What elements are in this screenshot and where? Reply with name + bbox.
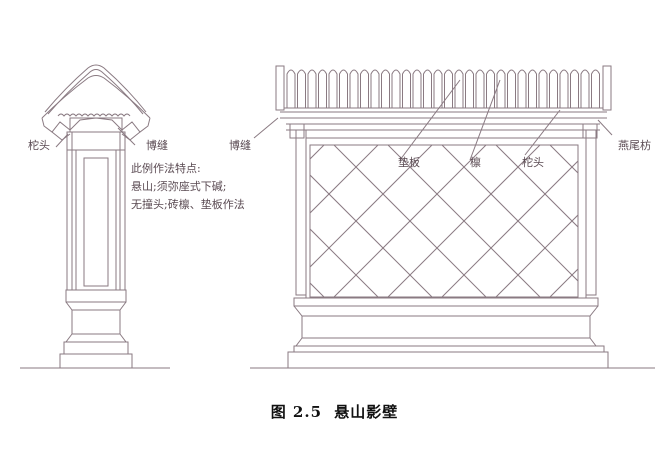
label-bofeng-front: 博缝 [229,139,251,152]
side-elevation [20,64,170,369]
figure-caption: 图 2.5 悬山影壁 [0,401,669,422]
construction-notes: 此例作法特点: 悬山;须弥座式下碱; 无撞头;砖檩、垫板作法 [131,160,245,214]
note-line: 悬山;须弥座式下碱; [131,180,227,193]
caption-title: 悬山影壁 [334,403,399,421]
label-tuotou-front: 柁头 [522,156,544,169]
note-line: 无撞头;砖檩、垫板作法 [131,198,245,211]
label-lin: 檩 [470,156,481,169]
label-bofeng-side: 博缝 [146,139,168,152]
note-line: 此例作法特点: [131,162,201,175]
caption-number: 图 2.5 [270,403,323,421]
label-tuotou-side: 柁头 [28,139,50,152]
label-dianban: 垫板 [398,156,420,169]
front-elevation [250,65,655,369]
label-yanweifang: 燕尾枋 [618,139,651,152]
